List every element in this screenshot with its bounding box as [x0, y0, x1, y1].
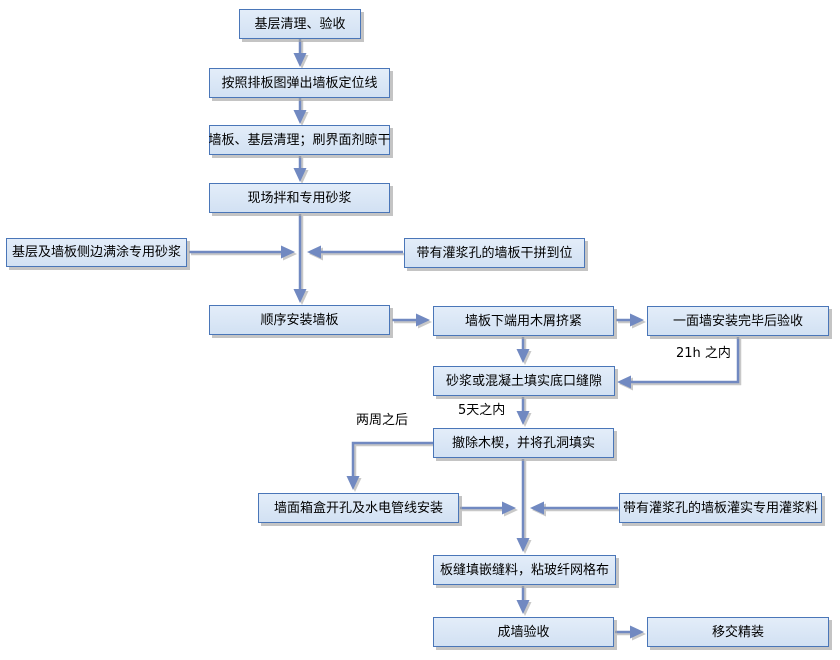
edge-label-within-5-days: 5天之内 — [458, 403, 506, 418]
edge-label-within-21h: 21h 之内 — [676, 346, 731, 361]
node-mix-special-mortar-onsite: 现场拌和专用砂浆 — [209, 183, 390, 213]
edge-label-after-two-weeks: 两周之后 — [356, 413, 409, 428]
node-base-cleaning-acceptance: 基层清理、验收 — [239, 9, 361, 39]
edge-remove-wedges-to-mep-two-weeks — [346, 441, 433, 490]
node-handover-to-finishing: 移交精装 — [647, 617, 829, 647]
node-remove-wedges-fill-holes: 撤除木楔，并将孔洞填实 — [433, 428, 614, 458]
node-snap-panel-layout-lines: 按照排板图弹出墙板定位线 — [209, 68, 390, 98]
node-inspect-finished-wall: 一面墙安装完毕后验收 — [647, 306, 829, 336]
edge-inspect-to-fill-bottom-21h — [617, 337, 740, 389]
node-cut-openings-install-mep: 墙面箱盒开孔及水电管线安装 — [258, 493, 459, 523]
node-finished-wall-acceptance: 成墙验收 — [433, 617, 614, 647]
node-fill-joints-fiberglass-mesh: 板缝填嵌缝料，粘玻纤网格布 — [433, 555, 616, 585]
node-dry-fit-grout-hole-panels: 带有灌浆孔的墙板干拼到位 — [404, 238, 585, 268]
node-grout-panels-with-grout: 带有灌浆孔的墙板灌实专用灌浆料 — [619, 493, 822, 523]
node-fill-bottom-joint: 砂浆或混凝土填实底口缝隙 — [433, 366, 615, 396]
node-wedge-panel-bottom: 墙板下端用木屑挤紧 — [433, 306, 614, 336]
node-install-panels-in-sequence: 顺序安装墙板 — [209, 305, 390, 335]
node-clean-and-brush-interface-agent: 墙板、基层清理；刷界面剂晾干 — [209, 125, 391, 155]
node-coat-base-and-panel-sides: 基层及墙板侧边满涂专用砂浆 — [6, 238, 187, 267]
